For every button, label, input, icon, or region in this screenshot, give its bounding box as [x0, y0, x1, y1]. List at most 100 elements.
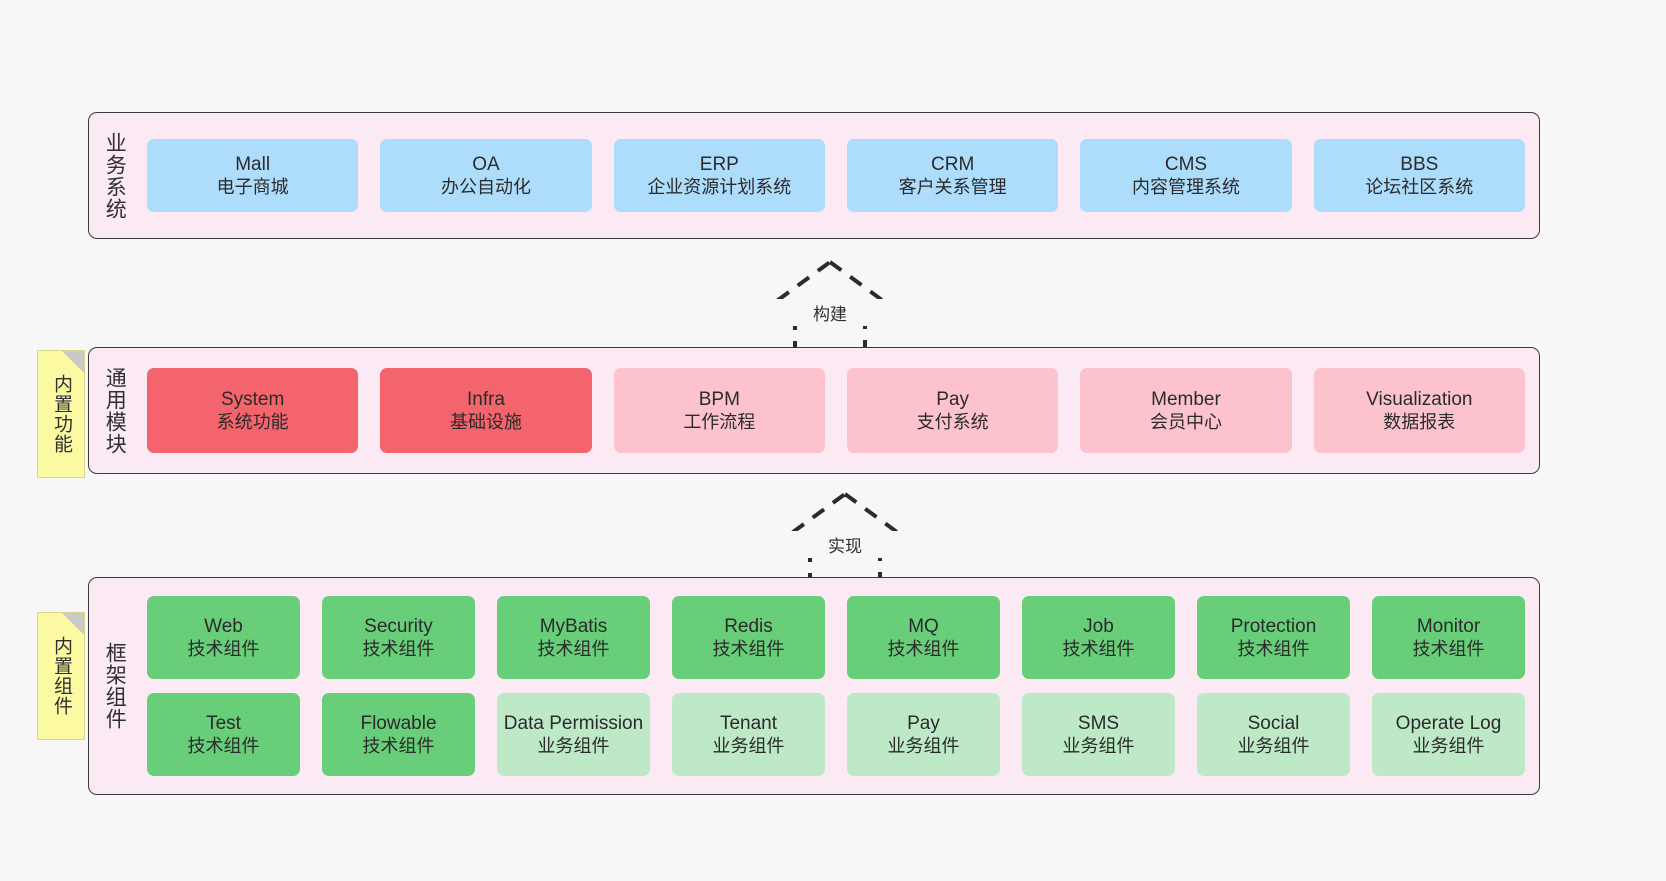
- node-subtitle: 技术组件: [187, 639, 260, 660]
- arrow-realize-label: 实现: [770, 531, 920, 558]
- node-system[interactable]: System 系统功能: [147, 368, 359, 453]
- node-title: Infra: [466, 388, 505, 410]
- node-subtitle: 业务组件: [887, 736, 960, 757]
- note-label: 内置功能: [51, 374, 73, 454]
- node-pay-component[interactable]: Pay 业务组件: [847, 693, 1000, 776]
- node-subtitle: 技术组件: [1237, 639, 1310, 660]
- node-title: Security: [364, 615, 433, 637]
- node-data-permission[interactable]: Data Permission 业务组件: [497, 693, 650, 776]
- note-builtin-feature: 内置功能: [37, 350, 85, 478]
- node-subtitle: 论坛社区系统: [1365, 177, 1474, 198]
- node-title: Job: [1083, 615, 1114, 637]
- node-title: BPM: [698, 388, 740, 410]
- node-title: Data Permission: [503, 712, 644, 734]
- node-subtitle: 系统功能: [216, 412, 289, 433]
- node-subtitle: 电子商城: [216, 177, 289, 198]
- node-member[interactable]: Member 会员中心: [1080, 368, 1292, 453]
- node-security[interactable]: Security 技术组件: [322, 596, 475, 679]
- node-test[interactable]: Test 技术组件: [147, 693, 300, 776]
- node-title: System: [220, 388, 285, 410]
- node-subtitle: 工作流程: [683, 412, 756, 433]
- node-title: MQ: [908, 615, 939, 637]
- node-subtitle: 技术组件: [887, 639, 960, 660]
- node-monitor[interactable]: Monitor 技术组件: [1372, 596, 1525, 679]
- node-sms[interactable]: SMS 业务组件: [1022, 693, 1175, 776]
- node-protection[interactable]: Protection 技术组件: [1197, 596, 1350, 679]
- node-subtitle: 技术组件: [712, 639, 785, 660]
- node-mall[interactable]: Mall 电子商城: [147, 139, 359, 212]
- node-subtitle: 业务组件: [712, 736, 785, 757]
- node-bpm[interactable]: BPM 工作流程: [613, 368, 825, 453]
- node-title: Operate Log: [1395, 712, 1502, 734]
- node-mq[interactable]: MQ 技术组件: [847, 596, 1000, 679]
- node-subtitle: 技术组件: [362, 639, 435, 660]
- node-title: Visualization: [1366, 388, 1473, 410]
- layer-body-framework: Web 技术组件 Security 技术组件 MyBatis 技术组件 Redi…: [139, 578, 1539, 794]
- node-title: Pay: [936, 388, 970, 410]
- node-title: Protection: [1230, 615, 1317, 637]
- layer-title-framework: 框架组件: [103, 642, 127, 730]
- node-pay[interactable]: Pay 支付系统: [846, 368, 1059, 453]
- node-oa[interactable]: OA 办公自动化: [380, 139, 592, 212]
- node-title: Test: [206, 712, 241, 734]
- node-subtitle: 业务组件: [1062, 736, 1135, 757]
- layer-row: Test 技术组件 Flowable 技术组件 Data Permission …: [147, 693, 1525, 776]
- node-erp[interactable]: ERP 企业资源计划系统: [613, 139, 825, 212]
- node-subtitle: 数据报表: [1383, 412, 1456, 433]
- node-title: CMS: [1164, 153, 1208, 175]
- note-builtin-component: 内置组件: [37, 612, 85, 740]
- node-operate-log[interactable]: Operate Log 业务组件: [1372, 693, 1525, 776]
- node-social[interactable]: Social 业务组件: [1197, 693, 1350, 776]
- note-label: 内置组件: [51, 636, 73, 716]
- node-crm[interactable]: CRM 客户关系管理: [846, 139, 1059, 212]
- node-subtitle: 业务组件: [1412, 736, 1485, 757]
- node-infra[interactable]: Infra 基础设施: [380, 368, 592, 453]
- node-title: Monitor: [1416, 615, 1481, 637]
- node-title: ERP: [699, 153, 739, 175]
- node-subtitle: 会员中心: [1149, 412, 1222, 433]
- note-fold-corner-icon: [62, 351, 84, 373]
- node-title: CRM: [931, 153, 975, 175]
- arrow-realize: 实现: [770, 490, 920, 585]
- node-cms[interactable]: CMS 内容管理系统: [1080, 139, 1292, 212]
- node-subtitle: 业务组件: [537, 736, 610, 757]
- node-title: Redis: [724, 615, 773, 637]
- layer-title-modules: 通用模块: [103, 366, 127, 455]
- node-title: Pay: [907, 712, 940, 734]
- node-subtitle: 办公自动化: [440, 177, 531, 198]
- layer-row: System 系统功能 Infra 基础设施 BPM 工作流程 Pay 支付系统…: [147, 368, 1525, 453]
- node-title: BBS: [1400, 153, 1439, 175]
- node-title: Social: [1247, 712, 1300, 734]
- layer-common-modules: 通用模块 System 系统功能 Infra 基础设施 BPM 工作流程 Pay…: [88, 347, 1540, 474]
- node-subtitle: 技术组件: [1062, 639, 1135, 660]
- node-subtitle: 技术组件: [187, 736, 260, 757]
- node-title: OA: [472, 153, 500, 175]
- node-visualization[interactable]: Visualization 数据报表: [1313, 368, 1525, 453]
- node-subtitle: 技术组件: [537, 639, 610, 660]
- node-title: Web: [204, 615, 243, 637]
- node-title: SMS: [1077, 712, 1120, 734]
- node-flowable[interactable]: Flowable 技术组件: [322, 693, 475, 776]
- node-title: Mall: [235, 153, 271, 175]
- layer-framework-components: 框架组件 Web 技术组件 Security 技术组件 MyBatis 技术组件…: [88, 577, 1540, 795]
- layer-title-business: 业务系统: [103, 131, 127, 220]
- node-job[interactable]: Job 技术组件: [1022, 596, 1175, 679]
- layer-row: Mall 电子商城 OA 办公自动化 ERP 企业资源计划系统 CRM 客户关系…: [147, 139, 1525, 212]
- node-title: Flowable: [360, 712, 437, 734]
- node-web[interactable]: Web 技术组件: [147, 596, 300, 679]
- arrow-build: 构建: [755, 258, 905, 353]
- node-bbs[interactable]: BBS 论坛社区系统: [1313, 139, 1525, 212]
- node-subtitle: 企业资源计划系统: [647, 177, 792, 198]
- layer-business-systems: 业务系统 Mall 电子商城 OA 办公自动化 ERP 企业资源计划系统 CRM…: [88, 112, 1540, 239]
- note-fold-corner-icon: [62, 613, 84, 635]
- arrow-build-label: 构建: [755, 299, 905, 326]
- node-mybatis[interactable]: MyBatis 技术组件: [497, 596, 650, 679]
- node-subtitle: 技术组件: [1412, 639, 1485, 660]
- node-tenant[interactable]: Tenant 业务组件: [672, 693, 825, 776]
- node-subtitle: 业务组件: [1237, 736, 1310, 757]
- node-title: Tenant: [719, 712, 778, 734]
- node-subtitle: 技术组件: [362, 736, 435, 757]
- node-subtitle: 内容管理系统: [1131, 177, 1240, 198]
- node-redis[interactable]: Redis 技术组件: [672, 596, 825, 679]
